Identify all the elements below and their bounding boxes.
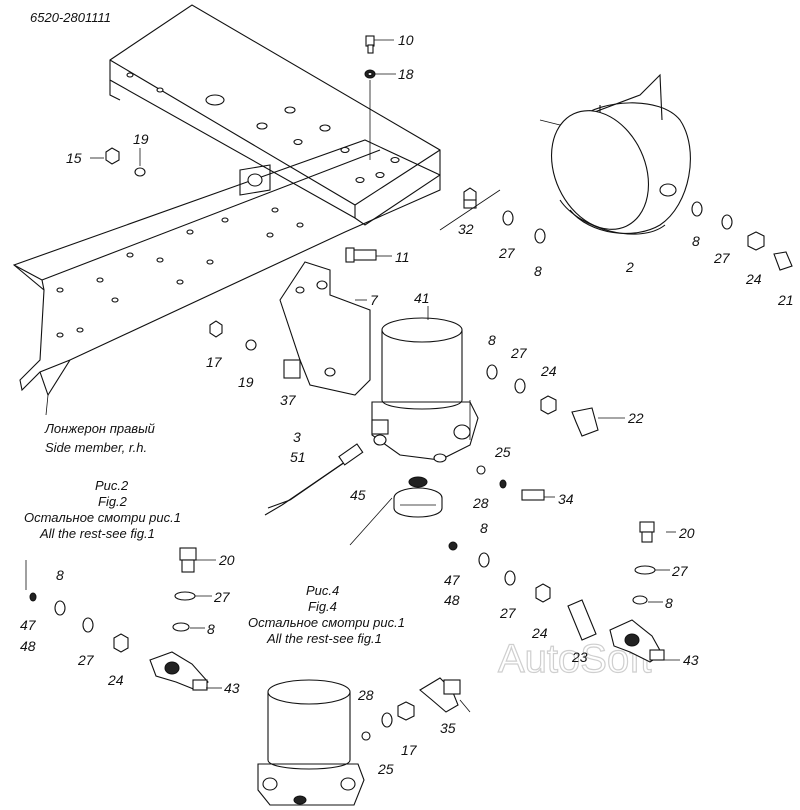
callout-8-receiver: 8	[692, 233, 700, 249]
callout-19-left: 19	[238, 374, 254, 390]
callout-11: 11	[395, 249, 410, 265]
callout-21: 21	[777, 292, 794, 308]
callout-24-fig2: 24	[107, 672, 124, 688]
callout-18: 18	[398, 66, 414, 82]
callout-17-left: 17	[206, 354, 223, 370]
fig2-caption-ru: Рис.2	[95, 478, 129, 493]
callout-45: 45	[350, 487, 366, 503]
fig4-caption-ru: Рис.4	[306, 583, 339, 598]
cable-harness	[264, 443, 364, 516]
callout-27-lower: 27	[499, 605, 517, 621]
callout-51: 51	[290, 449, 306, 465]
callout-7: 7	[370, 292, 379, 308]
fig2-caption: Рис.2 Fig.2 Остальное смотри рис.1 All t…	[24, 478, 181, 541]
callout-25-dryer: 25	[494, 444, 511, 460]
callout-25-fig4: 25	[377, 761, 394, 777]
callout-48-mid: 48	[444, 592, 460, 608]
callout-34: 34	[558, 491, 574, 507]
air-receiver	[539, 73, 691, 235]
callout-43-right: 43	[683, 652, 699, 668]
callout-27-dryer: 27	[510, 345, 528, 361]
callout-48-fig2: 48	[20, 638, 36, 654]
callout-19-top: 19	[133, 131, 149, 147]
leader-lines	[90, 39, 680, 713]
callout-17-fig4: 17	[401, 742, 418, 758]
callouts: 10 18 15 19 32 27 8 2 8 27 24 21 11 7 41…	[20, 32, 794, 777]
callout-8-dryer: 8	[488, 332, 496, 348]
callout-28-dryer: 28	[472, 495, 489, 511]
callout-37: 37	[280, 392, 297, 408]
fig4-caption: Рис.4 Fig.4 Остальное смотри рис.1 All t…	[248, 583, 405, 646]
hardware-lower-right	[504, 521, 665, 663]
fig2-parts	[25, 547, 209, 691]
side-member-caption-ru: Лонжерон правый	[44, 421, 155, 436]
fig4-caption-rest-ru: Остальное смотри рис.1	[248, 615, 405, 630]
hardware-dryer-right	[448, 364, 599, 568]
fig4-caption-rest-en: All the rest-see fig.1	[266, 631, 382, 646]
air-dryer-main	[371, 317, 479, 463]
callout-20-fig2: 20	[218, 552, 235, 568]
fig2-caption-rest-en: All the rest-see fig.1	[39, 526, 155, 541]
callout-35: 35	[440, 720, 456, 736]
fig4-parts	[257, 677, 461, 806]
callout-8-fig2-left: 8	[56, 567, 64, 583]
fig2-caption-rest-ru: Остальное смотри рис.1	[24, 510, 181, 525]
callout-8-top: 8	[534, 263, 542, 279]
callout-10: 10	[398, 32, 414, 48]
part-number: 6520-2801111	[30, 10, 111, 25]
callout-8-mid: 8	[480, 520, 488, 536]
callout-27-top: 27	[498, 245, 516, 261]
side-member-caption: Лонжерон правый Side member, r.h.	[44, 421, 155, 455]
side-member	[12, 139, 441, 416]
fig4-caption-en: Fig.4	[308, 599, 337, 614]
callout-24-lower: 24	[531, 625, 548, 641]
callout-8-fig2: 8	[207, 621, 215, 637]
callout-43-fig2: 43	[224, 680, 240, 696]
fig2-caption-en: Fig.2	[98, 494, 128, 509]
callout-24-dryer: 24	[540, 363, 557, 379]
callout-28-fig4: 28	[357, 687, 374, 703]
callout-15: 15	[66, 150, 82, 166]
callout-47-mid: 47	[444, 572, 461, 588]
hardware-top	[105, 35, 793, 379]
callout-27-right: 27	[671, 563, 689, 579]
callout-3: 3	[293, 429, 301, 445]
callout-2: 2	[625, 259, 634, 275]
side-member-caption-en: Side member, r.h.	[45, 440, 147, 455]
callout-47-fig2: 47	[20, 617, 37, 633]
frame-holes	[56, 207, 304, 338]
cross-bracket	[109, 4, 441, 226]
callout-8-right: 8	[665, 595, 673, 611]
heater	[393, 476, 443, 518]
callout-22: 22	[627, 410, 644, 426]
dryer-bracket	[279, 261, 371, 396]
callout-23: 23	[571, 649, 588, 665]
callout-41: 41	[414, 290, 430, 306]
callout-20-right: 20	[678, 525, 695, 541]
callout-27-fig2: 27	[213, 589, 231, 605]
callout-27-receiver: 27	[713, 250, 731, 266]
callout-27-fig2-left: 27	[77, 652, 95, 668]
callout-32: 32	[458, 221, 474, 237]
callout-24-receiver: 24	[745, 271, 762, 287]
